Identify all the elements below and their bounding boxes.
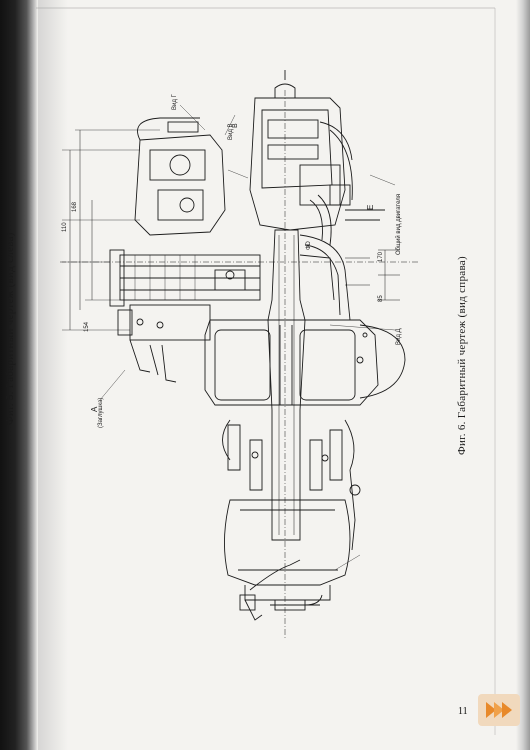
dim-154: 154 <box>84 321 90 332</box>
figure-caption-right: Фиг. 6. Габаритный чертеж (вид справа) <box>456 256 468 455</box>
dim-85: 85 <box>378 295 384 302</box>
dim-110: 110 <box>62 222 68 232</box>
note-right: Общий вид двигателя <box>396 194 402 255</box>
label-vid-g: Вид Г <box>172 94 178 110</box>
label-e: Е <box>366 204 375 210</box>
label-v: В <box>232 123 239 128</box>
scan-shadow-left <box>0 0 38 750</box>
page-number: 11 <box>458 706 468 717</box>
dim-168: 168 <box>72 201 78 212</box>
dim-fd: ФD <box>306 241 312 250</box>
figure-caption-left: Фиг. 5. Габаритный чертеж (вид слева) <box>4 232 16 425</box>
note-left: (Заглушка) <box>98 397 104 428</box>
scan-shadow-fade <box>38 0 68 750</box>
scan-shadow-right <box>516 0 530 750</box>
label-vid-d: Вид Д <box>396 328 402 345</box>
dim-170: 170 <box>378 251 384 262</box>
publisher-logo-icon <box>478 694 520 726</box>
